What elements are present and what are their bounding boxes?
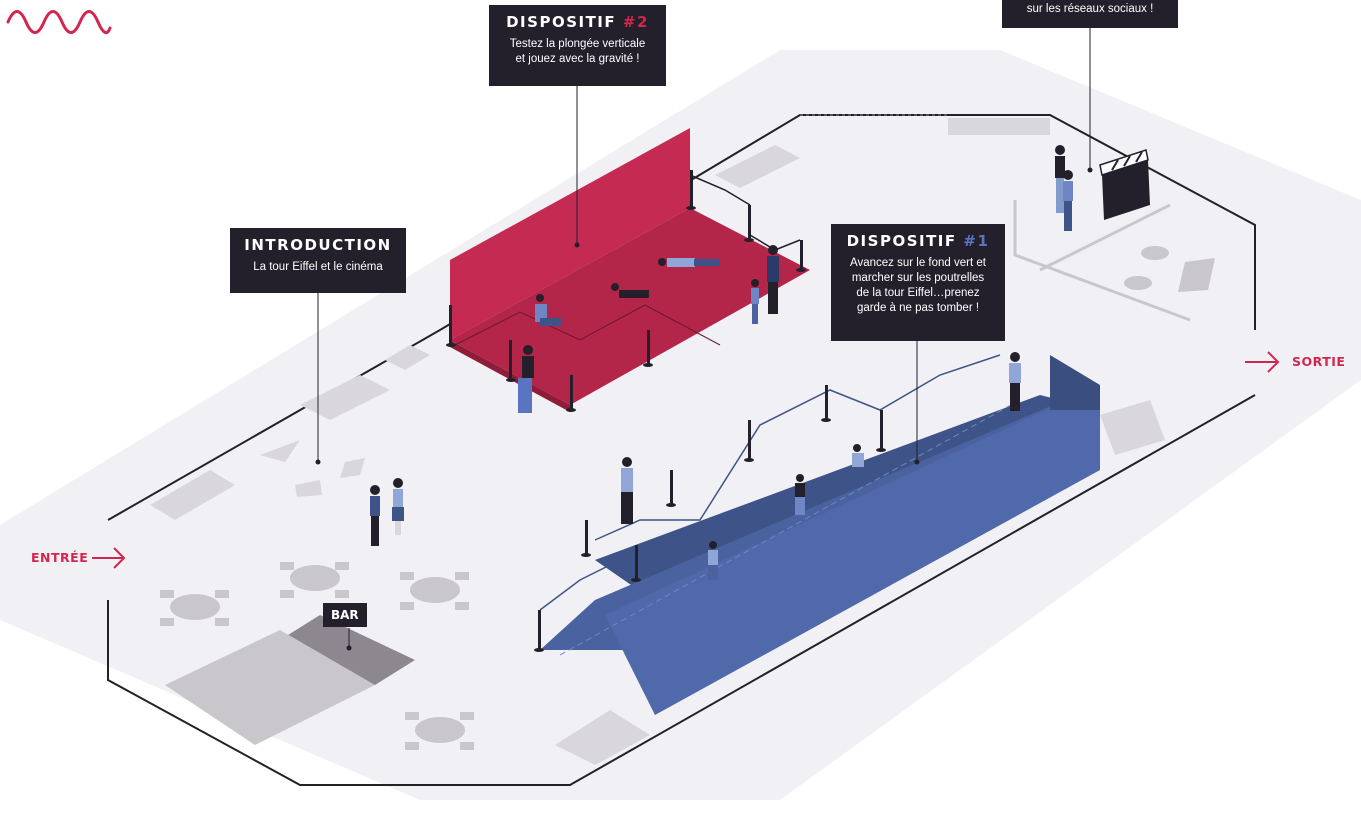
visitor (370, 485, 380, 546)
callout-title: INTRODUCTION (244, 236, 392, 254)
callout-title: DISPOSITIF #1 (841, 232, 995, 250)
callout-text: sur les réseaux sociaux ! (1026, 3, 1154, 15)
callout-text: Testez la plongée verticale et jouez ave… (509, 38, 646, 65)
tables (160, 562, 474, 750)
callout-title-text: DISPOSITIF (846, 232, 957, 250)
visitor (751, 279, 759, 324)
floor-markings (150, 118, 1165, 765)
callout-introduction: INTRODUCTION La tour Eiffel et le cinéma (230, 228, 406, 293)
wall-outline (107, 114, 1256, 521)
photo-area (1013, 200, 1215, 322)
callout-social: sur les réseaux sociaux ! (1002, 0, 1178, 28)
visitor (535, 294, 562, 326)
clapperboard-icon (1099, 149, 1150, 220)
arrow-right-icon (1245, 351, 1280, 373)
visitor (1055, 145, 1065, 213)
visitor (708, 541, 718, 580)
visitor (767, 245, 779, 314)
leader-dots (315, 167, 1093, 651)
bar-label-text: BAR (331, 608, 359, 622)
visitor (658, 258, 720, 267)
callout-title-text: DISPOSITIF (506, 13, 617, 31)
callout-text: La tour Eiffel et le cinéma (253, 261, 383, 273)
visitor (611, 283, 649, 298)
callout-text: Avancez sur le fond vert et marcher sur … (850, 257, 986, 314)
blue-stage (539, 354, 1100, 715)
bar-label: BAR (323, 603, 367, 627)
stanchions (446, 170, 886, 652)
arrow-right-icon (92, 547, 126, 569)
visitor (621, 457, 633, 524)
visitor (1009, 352, 1021, 411)
wave-logo-icon (6, 10, 112, 34)
callout-number: #2 (622, 13, 649, 31)
visitor (518, 345, 534, 413)
callout-number: #1 (963, 232, 990, 250)
entree-label: ENTRÉE (31, 550, 89, 565)
visitor (1063, 170, 1073, 231)
sortie-label: SORTIE (1292, 354, 1346, 369)
callout-dispositif-1: DISPOSITIF #1 Avancez sur le fond vert e… (831, 224, 1005, 341)
wall-outline-bottom (107, 394, 1256, 786)
callout-title: DISPOSITIF #2 (499, 13, 656, 31)
visitors (370, 145, 1073, 580)
visitor (795, 474, 805, 515)
visitor (392, 478, 404, 535)
callout-dispositif-2: DISPOSITIF #2 Testez la plongée vertical… (489, 5, 666, 86)
leader-lines (317, 28, 1091, 648)
visitor (852, 444, 864, 479)
